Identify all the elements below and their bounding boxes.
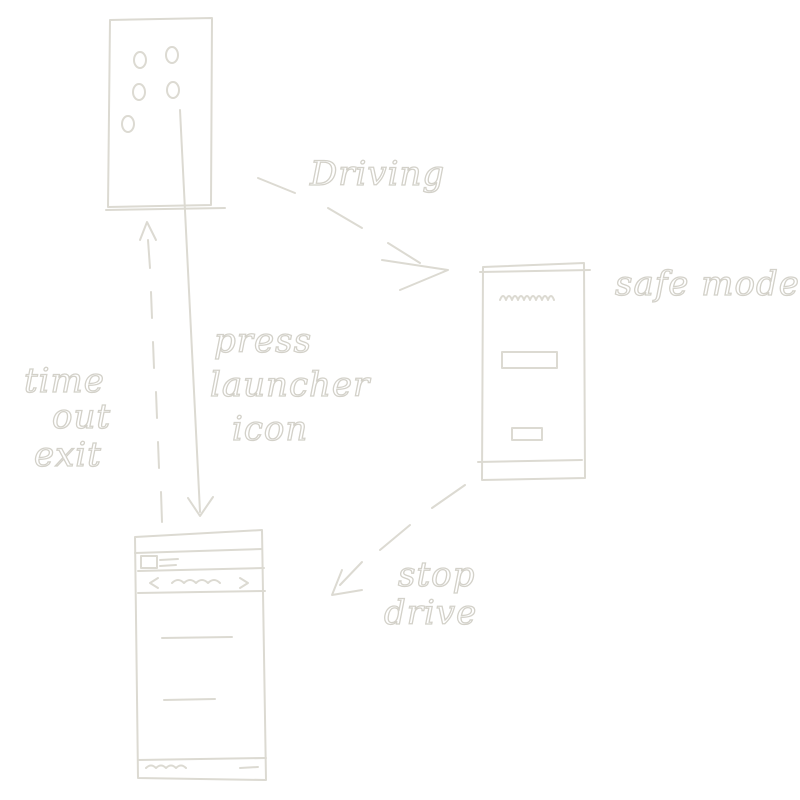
- driving-label: Driving: [309, 154, 445, 194]
- arrow-head-icon: [331, 569, 363, 596]
- arrow-head-icon: [381, 259, 449, 291]
- arrow-head-icon: [139, 221, 157, 241]
- launcher-footer-scribble: [145, 764, 259, 769]
- launcher-header-text: [159, 558, 179, 567]
- app-dot-icon: [121, 115, 135, 133]
- home-screen-frame: [107, 17, 213, 208]
- timeout-arrow-dash: [152, 341, 155, 369]
- app-dot-icon: [165, 46, 179, 64]
- safe-mode-screen-frame: [481, 262, 586, 481]
- stop-drive-label-line2: drive: [384, 593, 477, 633]
- timeout-arrow-dash: [155, 391, 158, 419]
- launcher-tab-scribble: [171, 579, 221, 584]
- stop-drive-transition: [331, 484, 466, 596]
- driving-transition: [257, 177, 449, 291]
- timeout-exit-transition: [139, 221, 163, 523]
- timeout-arrow-dash: [160, 491, 163, 523]
- driving-arrow-dash: [387, 242, 421, 264]
- stop-drive-arrow-dash: [379, 524, 411, 551]
- driving-arrow-dash: [257, 177, 296, 194]
- app-dot-icon: [166, 81, 180, 99]
- timeout-label-line3: exit: [34, 435, 102, 475]
- launcher-tabbar-line: [137, 567, 265, 572]
- safe-mode-small-button: [511, 427, 543, 441]
- home-screen: [105, 17, 226, 211]
- press-launcher-label-line3: icon: [232, 409, 308, 449]
- press-launcher-transition: [179, 109, 214, 517]
- safe-mode-label: safe mode: [615, 264, 800, 304]
- home-screen-baseline: [105, 207, 226, 211]
- stop-drive-arrow-dash: [431, 484, 466, 509]
- launcher-header-line: [134, 548, 263, 554]
- press-launcher-arrow-line: [179, 109, 201, 513]
- driving-arrow-dash: [327, 207, 363, 229]
- timeout-arrow-dash: [157, 441, 160, 469]
- launcher-screen-frame: [134, 529, 267, 781]
- launcher-screen: [134, 529, 267, 781]
- safe-mode-top-line: [479, 269, 591, 273]
- safe-mode-bottom-line: [477, 459, 583, 463]
- launcher-tabbar-bottom: [137, 590, 266, 594]
- launcher-list-item: [163, 698, 216, 701]
- press-launcher-label-line1: press: [214, 321, 312, 361]
- stop-drive-label-line1: stop: [398, 555, 475, 595]
- app-dot-icon: [132, 83, 146, 101]
- arrow-head-icon: [187, 496, 214, 517]
- timeout-label-line2: out: [52, 397, 111, 437]
- launcher-list-item: [161, 636, 233, 639]
- press-launcher-label-line2: launcher: [210, 365, 371, 405]
- safe-mode-scribble-text: [499, 295, 555, 301]
- chevron-left-icon: [149, 577, 159, 589]
- launcher-footer-line: [137, 757, 267, 761]
- app-dot-icon: [133, 51, 147, 69]
- timeout-label-line1: time: [24, 361, 105, 401]
- stop-drive-arrow-dash: [339, 561, 363, 586]
- timeout-arrow-dash: [147, 239, 151, 269]
- chevron-right-icon: [239, 577, 249, 589]
- safe-mode-button: [501, 351, 558, 369]
- timeout-arrow-dash: [150, 291, 153, 319]
- launcher-header-icon: [140, 555, 158, 569]
- safe-mode-screen: [477, 262, 591, 481]
